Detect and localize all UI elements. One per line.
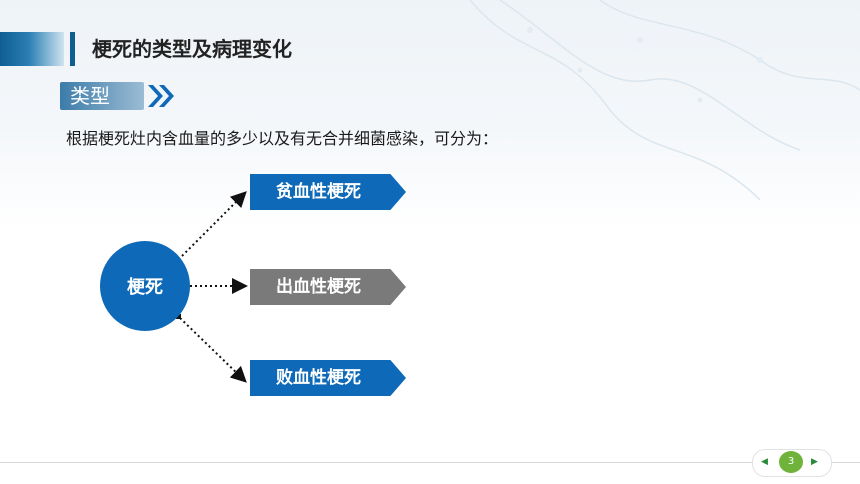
- type-box-septic: 败血性梗死: [250, 360, 406, 396]
- center-node-circle: 梗死: [100, 241, 190, 331]
- background-decoration: [469, 0, 860, 201]
- triangle-right-icon[interactable]: ▶: [811, 457, 818, 467]
- intro-text: 根据梗死灶内含血量的多少以及有无合并细菌感染，可分为：: [66, 129, 499, 148]
- footer-divider: [0, 462, 860, 463]
- type-label: 败血性梗死: [276, 368, 361, 388]
- section-tag: 类型: [60, 82, 144, 110]
- type-box-anemic: 贫血性梗死: [250, 174, 406, 210]
- title-accent-tick: [70, 32, 75, 66]
- connector-bottom: [179, 317, 247, 383]
- triangle-left-icon[interactable]: ◀: [761, 457, 768, 467]
- type-box-hemorrhagic: 出血性梗死: [250, 269, 406, 305]
- type-label: 贫血性梗死: [276, 182, 361, 202]
- page-title: 梗死的类型及病理变化: [92, 37, 292, 61]
- page-number: 3: [779, 451, 803, 473]
- title-accent-bar: [0, 32, 64, 66]
- double-chevron-right-icon: [148, 85, 174, 107]
- type-label: 出血性梗死: [276, 277, 361, 297]
- center-node-label: 梗死: [127, 277, 163, 298]
